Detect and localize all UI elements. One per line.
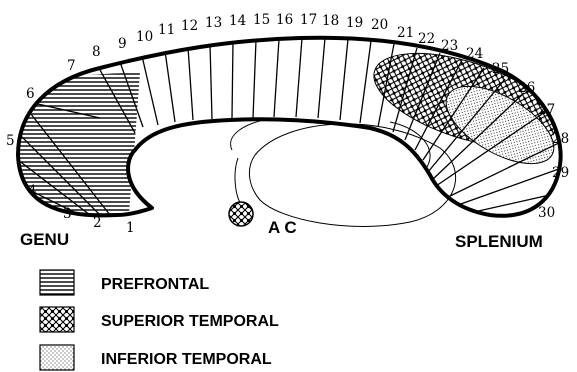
segment-number: 13	[205, 15, 222, 31]
segment-number: 14	[229, 13, 246, 29]
legend-label: PREFRONTAL	[101, 276, 209, 293]
superior-temporal-swatch	[40, 307, 74, 332]
legend-item-superior-temporal: SUPERIOR TEMPORAL	[40, 307, 279, 332]
segment-number: 27	[538, 102, 555, 118]
segment-number: 4	[28, 183, 37, 199]
segment-number: 9	[118, 36, 127, 52]
anterior-commissure-label: A C	[268, 218, 297, 237]
segment-number: 8	[92, 44, 101, 60]
segment-number: 23	[441, 38, 458, 54]
segment-number: 11	[158, 22, 175, 38]
legend-label: INFERIOR TEMPORAL	[101, 351, 272, 368]
legend: PREFRONTAL SUPERIOR TEMPORAL INFERIOR TE…	[40, 270, 279, 370]
segment-number: 18	[322, 13, 339, 29]
genu-label: GENU	[20, 230, 69, 249]
segment-number: 28	[552, 131, 569, 147]
segment-number: 26	[518, 80, 535, 96]
segment-number: 7	[67, 58, 76, 74]
segment-number: 30	[538, 205, 555, 221]
segment-number: 10	[136, 29, 153, 45]
segment-number: 1	[126, 220, 135, 236]
segment-number: 16	[276, 12, 293, 28]
segment-number: 22	[418, 31, 435, 47]
corpus-callosum	[0, 35, 572, 225]
segment-number: 12	[181, 18, 198, 34]
segment-number: 15	[253, 12, 270, 28]
legend-item-prefrontal: PREFRONTAL	[40, 270, 209, 295]
segment-number: 5	[6, 133, 15, 149]
segment-number: 3	[63, 206, 72, 222]
segment-number: 20	[371, 17, 388, 33]
legend-label: SUPERIOR TEMPORAL	[101, 313, 279, 330]
splenium-label: SPLENIUM	[455, 232, 543, 251]
segment-number: 2	[93, 215, 102, 231]
inferior-temporal-swatch	[40, 345, 74, 370]
legend-item-inferior-temporal: INFERIOR TEMPORAL	[40, 345, 272, 370]
segment-number: 17	[300, 12, 317, 28]
segment-number: 24	[466, 46, 483, 62]
inner-structures	[231, 118, 456, 226]
prefrontal-swatch	[40, 270, 74, 295]
segment-number: 6	[26, 86, 35, 102]
segment-number: 19	[346, 15, 363, 31]
anterior-commissure	[229, 202, 253, 226]
prefrontal-region	[0, 72, 140, 225]
segment-number: 29	[552, 165, 569, 181]
segment-number: 21	[397, 25, 414, 41]
segment-number: 25	[492, 61, 509, 77]
